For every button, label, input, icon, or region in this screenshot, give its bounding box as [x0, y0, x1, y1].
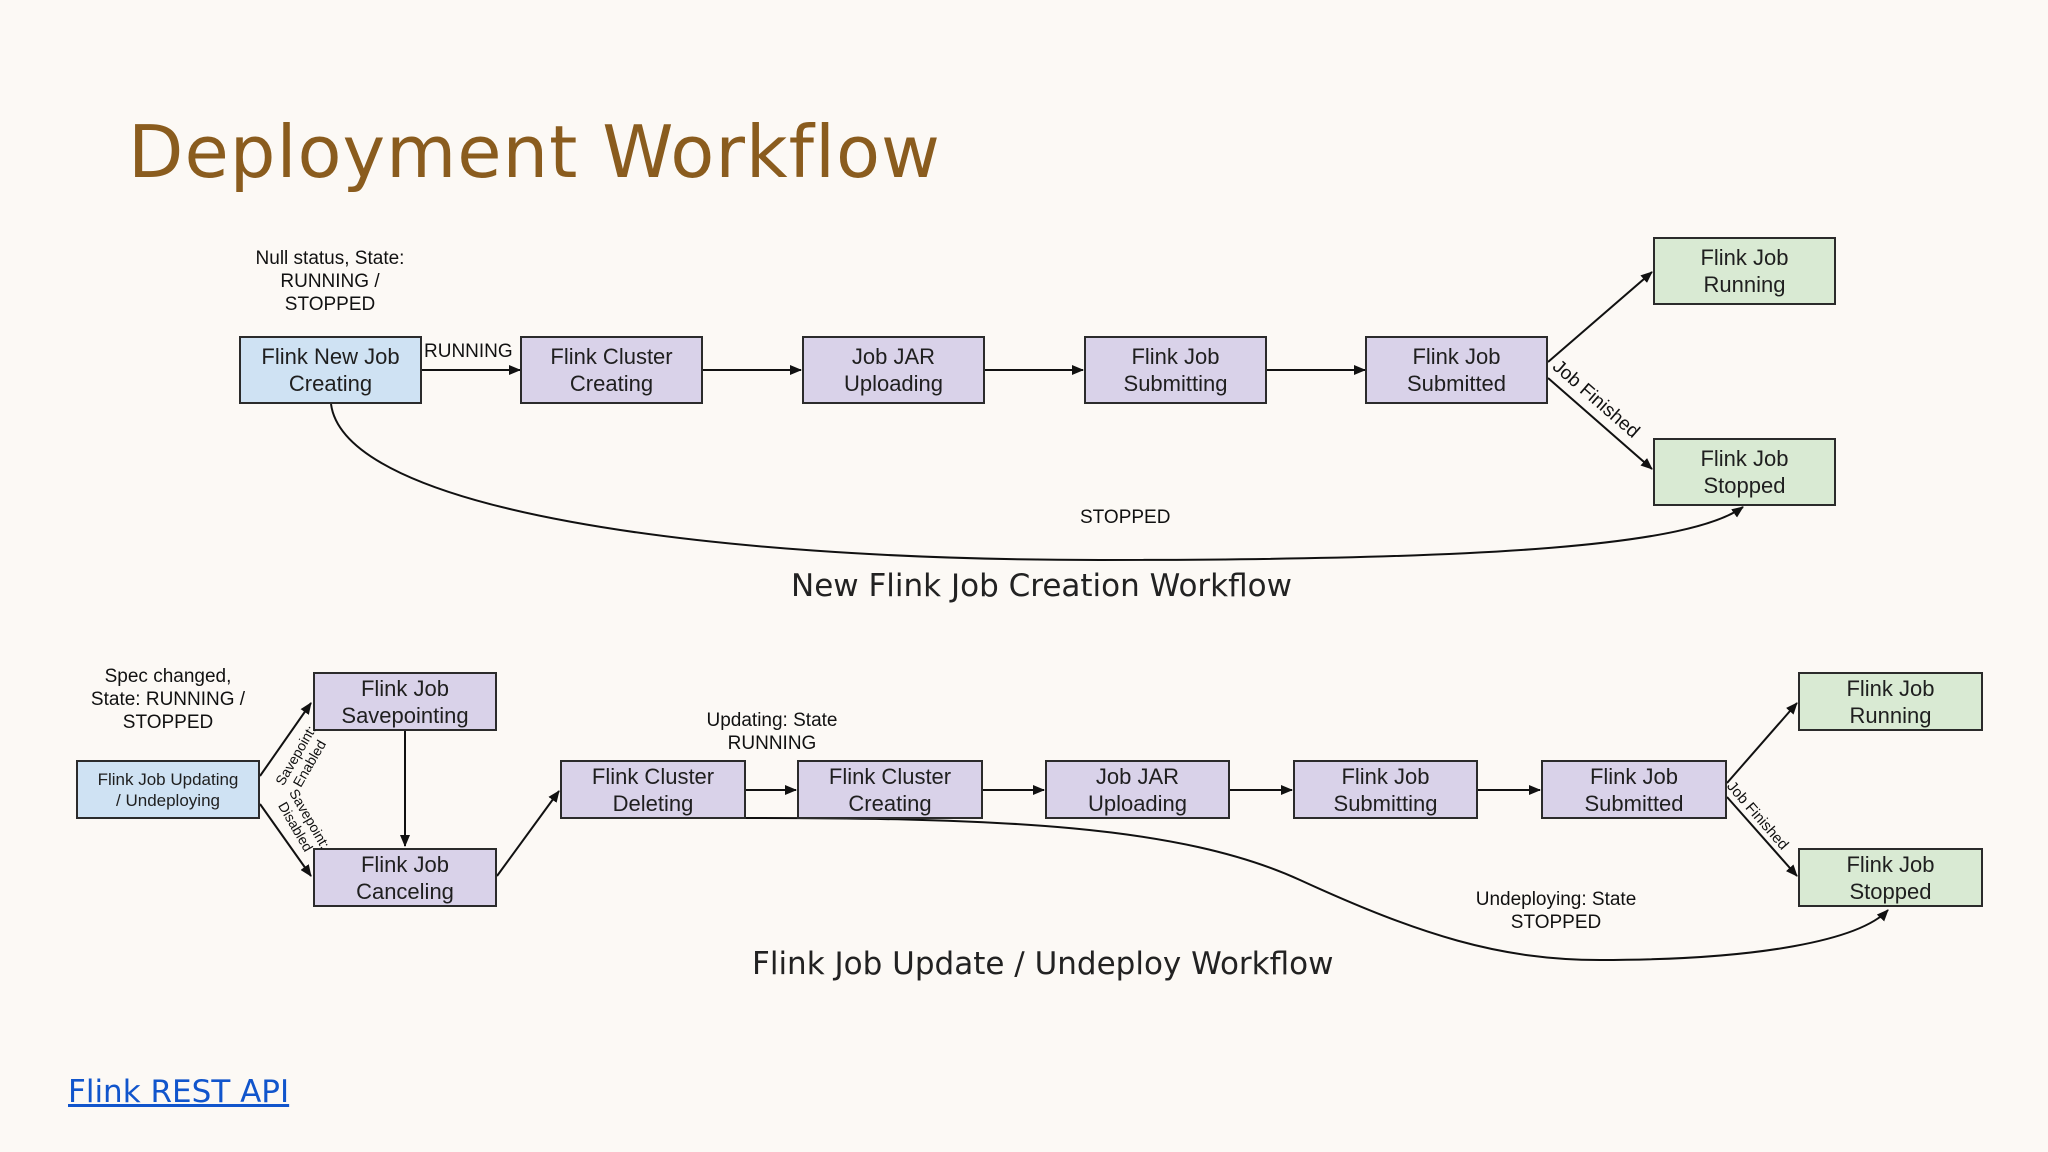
update-workflow-caption: Flink Job Update / Undeploy Workflow [752, 946, 1334, 982]
edge-submitted-to-running [1547, 271, 1653, 363]
node-job-savepointing[interactable]: Flink Job Savepointing [313, 672, 497, 731]
node-job-submitting[interactable]: Flink Job Submitting [1293, 760, 1478, 819]
node-job-stopped[interactable]: Flink Job Stopped [1653, 438, 1836, 506]
node-jar-uploading[interactable]: Job JAR Uploading [1045, 760, 1230, 819]
edge-updating-to-canceling [259, 803, 312, 877]
node-label: Flink Cluster Creating [550, 344, 673, 396]
node-label: Flink Cluster Deleting [591, 763, 715, 816]
node-label: Flink New Job Creating [261, 344, 400, 396]
node-label: Flink Job Running [1700, 245, 1789, 297]
node-new-job-creating[interactable]: Flink New Job Creating [239, 336, 422, 404]
creation-workflow-caption: New Flink Job Creation Workflow [791, 568, 1292, 604]
node-job-running[interactable]: Flink Job Running [1798, 672, 1983, 731]
update-trigger-label: Spec changed, State: RUNNING / STOPPED [90, 666, 246, 733]
node-jar-uploading[interactable]: Job JAR Uploading [802, 336, 985, 404]
node-label: Flink Job Savepointing [341, 675, 469, 728]
node-label: Job JAR Uploading [1087, 763, 1188, 816]
edge-deleting-to-stopped [744, 817, 1889, 962]
node-job-updating[interactable]: Flink Job Updating / Undeploying [76, 760, 260, 819]
node-job-running[interactable]: Flink Job Running [1653, 237, 1836, 305]
node-cluster-creating[interactable]: Flink Cluster Creating [520, 336, 703, 404]
node-label: Flink Job Updating / Undeploying [97, 769, 239, 810]
node-label: Job JAR Uploading [843, 344, 944, 396]
node-job-submitting[interactable]: Flink Job Submitting [1084, 336, 1267, 404]
creation-trigger-label: Null status, State: RUNNING / STOPPED [255, 248, 405, 315]
edge-submitted-to-running [1726, 702, 1798, 784]
node-label: Flink Job Running [1846, 675, 1935, 728]
edge-canceling-to-deleting [496, 790, 560, 877]
edge-submitted-to-stopped [1547, 377, 1653, 470]
node-label: Flink Job Submitting [1123, 344, 1228, 396]
node-label: Flink Cluster Creating [828, 763, 952, 816]
edge-label-running: RUNNING [424, 341, 513, 362]
node-label: Flink Job Submitted [1584, 763, 1684, 816]
node-job-submitted[interactable]: Flink Job Submitted [1541, 760, 1727, 819]
node-cluster-deleting[interactable]: Flink Cluster Deleting [560, 760, 746, 819]
edge-updating-to-savepointing [259, 702, 312, 777]
edge-new-to-stopped [330, 403, 1744, 562]
node-label: Flink Job Submitting [1333, 763, 1438, 816]
flink-rest-api-link[interactable]: Flink REST API [68, 1074, 290, 1110]
node-label: Flink Job Submitted [1406, 344, 1507, 396]
node-label: Flink Job Stopped [1846, 851, 1935, 904]
node-job-submitted[interactable]: Flink Job Submitted [1365, 336, 1548, 404]
node-label: Flink Job Canceling [356, 851, 454, 904]
node-cluster-creating[interactable]: Flink Cluster Creating [797, 760, 983, 819]
edge-label-stopped: STOPPED [1080, 507, 1171, 528]
slide-title: Deployment Workflow [128, 110, 941, 194]
node-job-canceling[interactable]: Flink Job Canceling [313, 848, 497, 907]
node-label: Flink Job Stopped [1700, 446, 1789, 498]
edge-label-undeploying-stopped: Undeploying: State STOPPED [1475, 889, 1637, 933]
node-job-stopped[interactable]: Flink Job Stopped [1798, 848, 1983, 907]
edge-submitted-to-stopped [1726, 796, 1798, 877]
edge-label-updating-running: Updating: State RUNNING [706, 710, 838, 754]
